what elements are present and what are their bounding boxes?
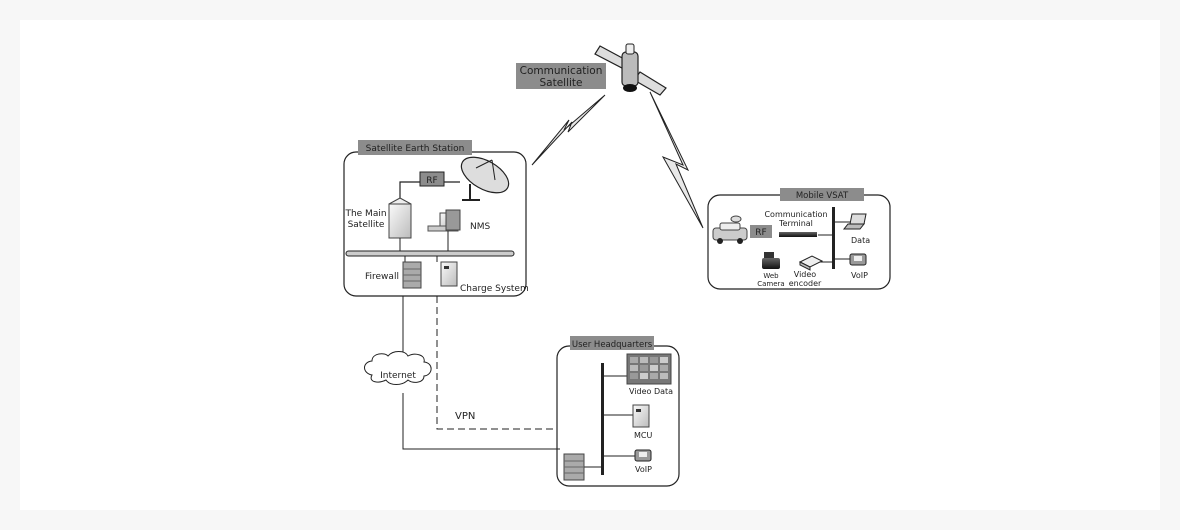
nms-label: NMS bbox=[470, 222, 490, 232]
vsat-vehicle-icon bbox=[712, 215, 748, 244]
mcu-label: MCU bbox=[634, 431, 652, 440]
earth-station-lan-bus bbox=[345, 250, 515, 257]
vpn-label: VPN bbox=[455, 411, 475, 422]
charge-system-server-icon bbox=[440, 261, 458, 287]
radio-link-left-icon bbox=[531, 94, 606, 166]
hq-voip-label: VoIP bbox=[635, 465, 652, 474]
mcu-server-icon bbox=[632, 404, 650, 428]
vsat-voip-label: VoIP bbox=[851, 271, 868, 280]
vsat-lan-bus bbox=[832, 207, 835, 269]
laptop-data-icon bbox=[842, 213, 867, 230]
video-encoder-label-line1: Video bbox=[794, 270, 817, 279]
satellite-label-line1: Communication bbox=[520, 65, 603, 77]
hq-voip-phone-icon bbox=[634, 449, 652, 462]
video-wall-icon bbox=[626, 353, 672, 385]
web-camera-label-line1: Web bbox=[763, 272, 779, 280]
vsat-rf-label: RF bbox=[755, 228, 766, 238]
radio-link-right-icon bbox=[649, 91, 704, 229]
comm-terminal-icon bbox=[779, 232, 817, 237]
earth-station-title-tag bbox=[358, 140, 472, 155]
video-encoder-label-line2: encoder bbox=[789, 279, 822, 288]
satellite-dish-icon bbox=[460, 156, 510, 201]
earth-rf-label: RF bbox=[426, 176, 437, 186]
hq-firewall-icon bbox=[563, 453, 585, 481]
video-data-label: Video Data bbox=[629, 387, 673, 396]
vsat-rf-box bbox=[750, 225, 772, 238]
comm-terminal-label-line2: Terminal bbox=[778, 219, 813, 228]
mobile-vsat-title-tag bbox=[780, 188, 864, 201]
diagram-canvas bbox=[20, 20, 1160, 510]
nms-workstation-icon bbox=[427, 209, 461, 232]
headquarters-lan-bus bbox=[601, 363, 604, 475]
vpn-tunnel-line bbox=[436, 296, 555, 430]
data-label: Data bbox=[851, 236, 870, 245]
earth-rf-box bbox=[419, 171, 445, 187]
web-camera-icon bbox=[762, 252, 780, 269]
video-encoder-icon bbox=[798, 255, 824, 271]
headquarters-title-tag bbox=[570, 336, 654, 350]
firewall-label: Firewall bbox=[365, 272, 399, 282]
satellite-label-line2: Satellite bbox=[539, 77, 582, 89]
internet-link-lower bbox=[402, 393, 560, 450]
charge-system-label: Charge System bbox=[460, 284, 529, 294]
earth-station-title: Satellite Earth Station bbox=[366, 144, 465, 154]
web-camera-label-line2: Camera bbox=[757, 280, 784, 288]
main-satellite-label-line2: Satellite bbox=[348, 220, 385, 230]
internet-label: Internet bbox=[380, 371, 416, 381]
mobile-vsat-title: Mobile VSAT bbox=[796, 191, 849, 201]
communication-satellite-icon bbox=[594, 43, 667, 96]
internet-cloud-icon bbox=[364, 351, 432, 385]
firewall-icon bbox=[402, 261, 422, 289]
comm-terminal-label-line1: Communication bbox=[764, 210, 827, 219]
headquarters-title: User Headquarters bbox=[572, 340, 653, 350]
main-satellite-label-line1: The Main bbox=[344, 209, 386, 219]
satellite-label-tag bbox=[516, 63, 606, 89]
main-satellite-server-icon bbox=[388, 197, 412, 239]
voip-phone-icon bbox=[849, 253, 867, 266]
